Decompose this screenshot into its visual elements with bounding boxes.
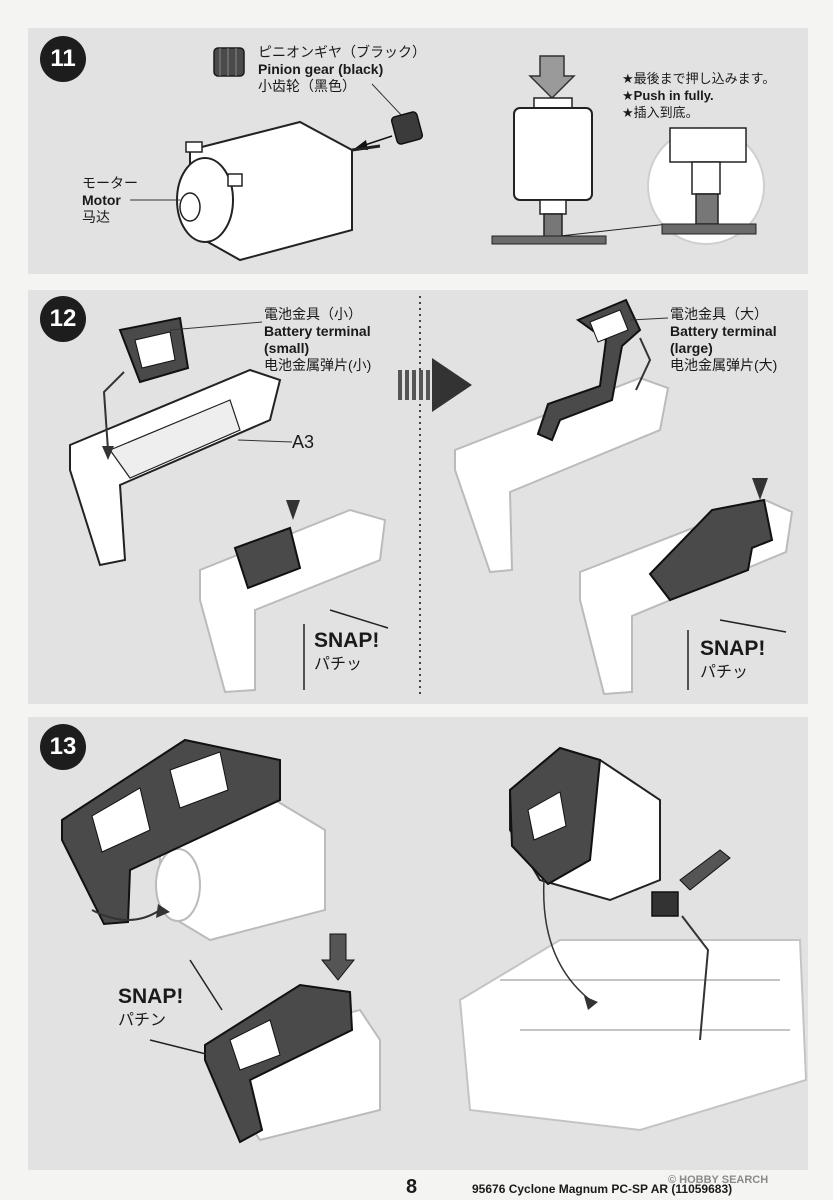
snap-right-en: SNAP! xyxy=(700,637,766,660)
snap-left: SNAP! パチッ xyxy=(314,628,379,676)
terminal-small-cn: 电池金属弹片(小) xyxy=(264,357,372,373)
snap-left-kana: パチッ xyxy=(314,656,363,673)
terminal-small-en1: Battery terminal xyxy=(264,323,371,339)
pinion-label-en: Pinion gear (black) xyxy=(258,61,384,77)
motor-holder-left-upper xyxy=(69,316,293,567)
step-12-illustration xyxy=(69,296,794,696)
note-en: ★Push in fully. xyxy=(622,88,714,103)
terminal-large-jp: 電池金具（大） xyxy=(670,306,768,322)
snap-13-en: SNAP! xyxy=(118,985,184,1008)
terminal-large-cn: 电池金属弹片(大) xyxy=(670,357,778,373)
pinion-gear-icon xyxy=(213,47,245,77)
product-code: 95676 Cyclone Magnum PC-SP AR (11059683) xyxy=(472,1182,733,1196)
push-fully-note: ★最後まで押し込みます。 ★Push in fully. ★插入到底。 xyxy=(622,70,775,121)
step-13-badge: 13 xyxy=(40,724,86,770)
terminal-small-en2: (small) xyxy=(264,340,310,356)
battery-terminal-small-label: 電池金具（小） Battery terminal (small) 电池金属弹片(… xyxy=(264,306,371,374)
pinion-gear-label: ピニオンギヤ（ブラック） Pinion gear (black) 小齿轮（黑色） xyxy=(258,44,426,95)
grease-tube-icon xyxy=(679,849,731,891)
push-in-diagram xyxy=(491,55,669,245)
note-jp: ★最後まで押し込みます。 xyxy=(622,71,776,86)
step-12-badge: 12 xyxy=(40,296,86,342)
motor-holder-right-lower xyxy=(579,478,794,696)
motor-label-en: Motor xyxy=(82,192,121,208)
terminal-small-jp: 電池金具（小） xyxy=(264,306,362,322)
snap-left-en: SNAP! xyxy=(314,629,380,652)
step-11-illustration xyxy=(130,47,765,262)
snap-right: SNAP! パチッ xyxy=(700,636,765,684)
note-cn: ★插入到底。 xyxy=(622,105,699,120)
motor-holder-left-lower xyxy=(199,500,389,694)
page-number: 8 xyxy=(406,1176,418,1198)
terminal-large-en2: (large) xyxy=(670,340,713,356)
motor-label: モーター Motor 马达 xyxy=(82,175,138,226)
next-arrow-icon xyxy=(398,358,472,412)
motor-part xyxy=(130,120,381,262)
holder-over-motor-upper xyxy=(61,738,326,942)
battery-terminal-large-label: 電池金具（大） Battery terminal (large) 电池金属弹片(… xyxy=(670,306,777,374)
watermark: © HOBBY SEARCH xyxy=(668,1174,769,1186)
pinion-gear-part xyxy=(390,111,424,145)
snap-right-kana: パチッ xyxy=(700,664,749,681)
pinion-label-cn: 小齿轮（黑色） xyxy=(258,78,356,94)
motor-label-jp: モーター xyxy=(82,175,138,191)
zoom-detail-circle xyxy=(647,127,765,245)
snap-13-kana: パチン xyxy=(118,1012,167,1029)
part-a3-label: A3 xyxy=(292,432,315,452)
step-11-badge: 11 xyxy=(40,36,86,82)
holder-snapped-lower xyxy=(149,933,381,1144)
pinion-label-jp: ピニオンギヤ（ブラック） xyxy=(258,44,426,60)
chassis-assembly xyxy=(458,746,808,1132)
snap-step-13: SNAP! パチン xyxy=(118,984,183,1032)
pinion-gear-icon xyxy=(651,891,679,917)
motor-holder-right-upper xyxy=(454,298,670,574)
terminal-large-en1: Battery terminal xyxy=(670,323,777,339)
motor-label-cn: 马达 xyxy=(82,209,110,225)
